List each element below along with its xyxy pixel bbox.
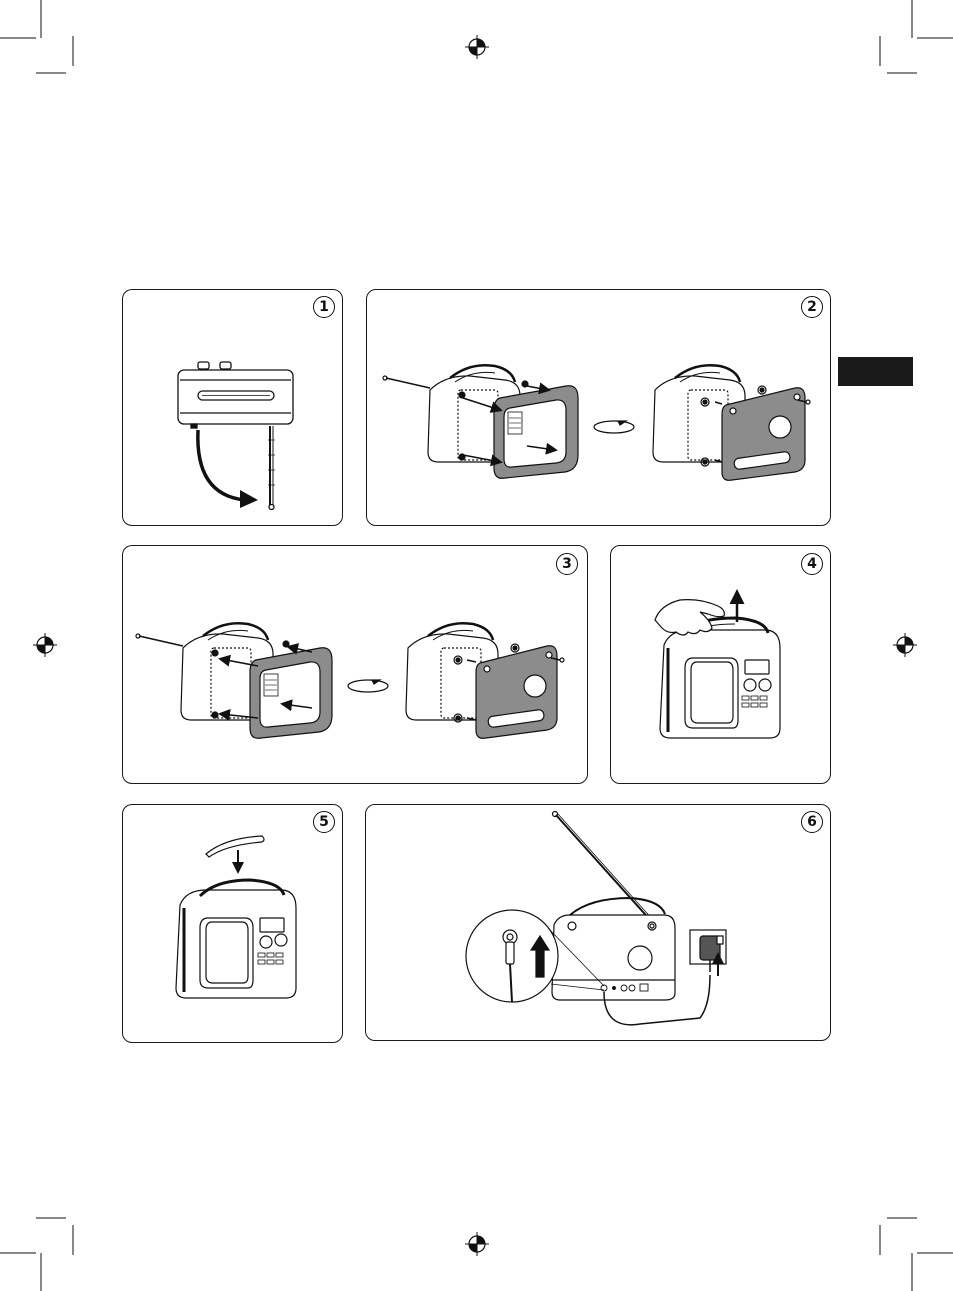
step-2-result (653, 365, 810, 480)
step-2-illustration (383, 365, 578, 478)
rotate-icon (348, 680, 388, 692)
step-5-illustration (176, 836, 296, 998)
step-3-result (406, 623, 564, 738)
step-6-illustration (466, 812, 726, 1025)
rotate-icon (594, 421, 634, 433)
step-1-illustration (178, 362, 293, 510)
arrow-icon (198, 430, 245, 500)
power-plug-icon (690, 930, 726, 972)
step-3-illustration (136, 623, 332, 738)
step-4-illustration (655, 594, 780, 738)
